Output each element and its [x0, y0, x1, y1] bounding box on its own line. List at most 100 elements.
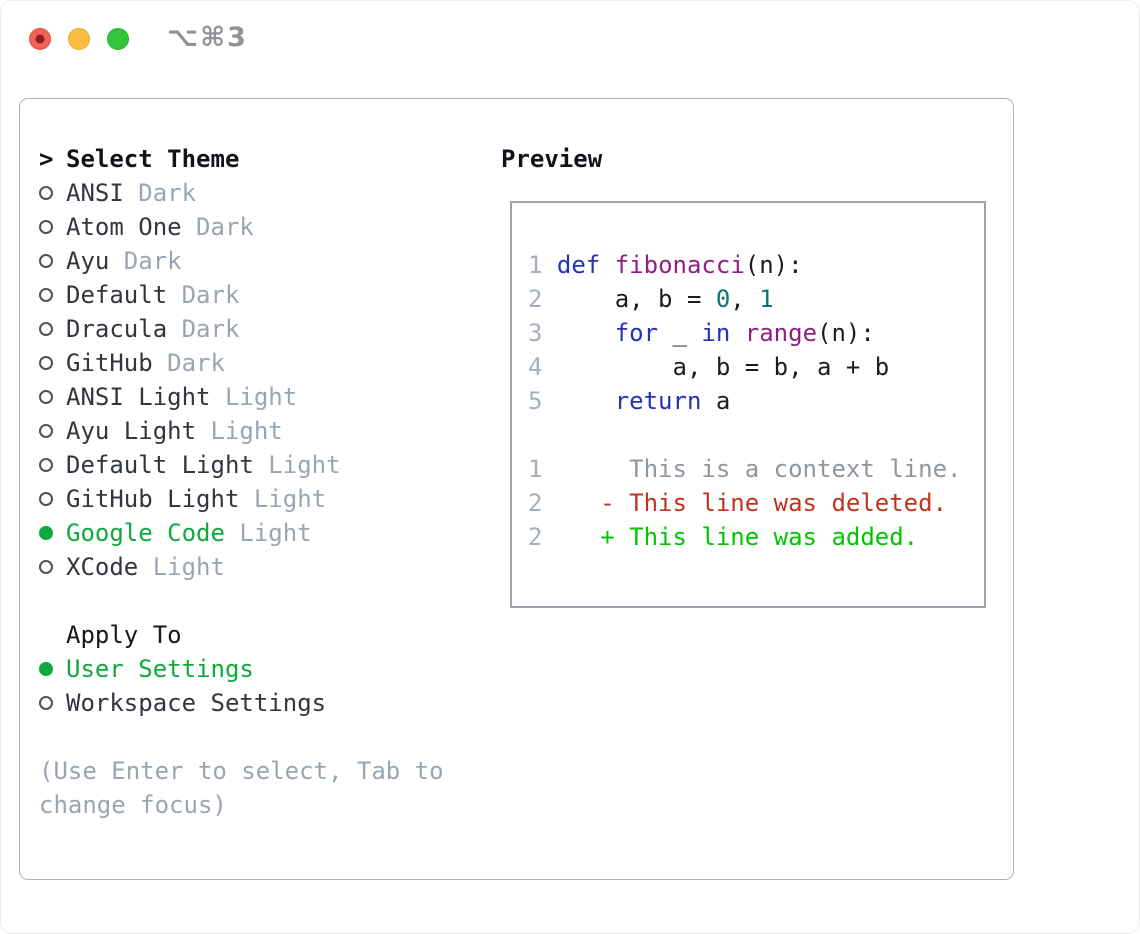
selection-cursor: > — [39, 145, 54, 173]
theme-variant: Dark — [152, 349, 225, 377]
theme-option-ansi-light[interactable]: ANSI Light Light — [39, 380, 479, 414]
code-token: return — [614, 387, 702, 415]
code-token — [542, 319, 614, 347]
radio-icon — [39, 492, 53, 506]
window-title: ⌥⌘3 — [167, 22, 248, 53]
apply-to-header: Apply To — [39, 618, 479, 652]
theme-variant: Dark — [123, 179, 197, 207]
theme-name: Ayu Light — [66, 417, 197, 445]
code-token: def — [556, 251, 601, 279]
line-number: 2 — [528, 285, 543, 313]
theme-variant: Dark — [167, 281, 240, 309]
code-line: 1 def fibonacci(n): — [528, 248, 984, 282]
code-line: 2 - This line was deleted. — [528, 486, 984, 520]
theme-option-default-light[interactable]: Default Light Light — [39, 448, 479, 482]
line-number: 5 — [528, 387, 543, 415]
code-token: This is a context line. — [542, 455, 962, 483]
theme-option-github[interactable]: GitHub Dark — [39, 346, 479, 380]
code-token: a, b = — [542, 285, 716, 313]
radio-selected-icon — [39, 526, 53, 540]
line-number: 1 — [528, 455, 543, 483]
code-token: a — [701, 387, 731, 415]
theme-option-atom-one[interactable]: Atom One Dark — [39, 210, 479, 244]
theme-name: Default Light — [66, 451, 254, 479]
theme-variant: Light — [210, 383, 298, 411]
apply-option-label: Workspace Settings — [66, 689, 327, 717]
code-token: for — [614, 319, 659, 347]
theme-variant: Dark — [167, 315, 240, 343]
theme-option-dracula[interactable]: Dracula Dark — [39, 312, 479, 346]
line-number: 2 — [528, 523, 543, 551]
code-token: a, b = b, a + b — [542, 353, 890, 381]
apply-option-workspace-settings[interactable]: Workspace Settings — [39, 686, 479, 720]
radio-icon — [39, 696, 53, 710]
apply-option-label: User Settings — [66, 655, 254, 683]
theme-name: Default — [66, 281, 168, 309]
code-token: in — [701, 319, 731, 347]
spacer-row — [39, 584, 479, 618]
close-button[interactable] — [29, 28, 51, 50]
theme-option-ayu-light[interactable]: Ayu Light Light — [39, 414, 479, 448]
radio-icon — [39, 424, 53, 438]
code-token: fibonacci — [614, 251, 745, 279]
theme-variant: Dark — [109, 247, 182, 275]
code-token: , — [730, 285, 760, 313]
line-number: 4 — [528, 353, 543, 381]
theme-variant: Dark — [181, 213, 254, 241]
radio-selected-icon — [39, 662, 53, 676]
code-token: (n): — [744, 251, 803, 279]
theme-variant: Light — [239, 485, 327, 513]
theme-variant: Light — [224, 519, 312, 547]
code-line: 2 + This line was added. — [528, 520, 984, 554]
code-line: 3 for _ in range(n): — [528, 316, 984, 350]
radio-icon — [39, 390, 53, 404]
code-token — [542, 387, 614, 415]
radio-icon — [39, 458, 53, 472]
theme-option-default[interactable]: Default Dark — [39, 278, 479, 312]
theme-name: XCode — [66, 553, 139, 581]
theme-option-ayu[interactable]: Ayu Dark — [39, 244, 479, 278]
code-token — [542, 251, 556, 279]
minimize-button[interactable] — [68, 28, 90, 50]
theme-name: ANSI — [66, 179, 124, 207]
code-token: _ — [658, 319, 702, 347]
theme-variant: Light — [253, 451, 341, 479]
radio-icon — [39, 186, 53, 200]
theme-name: ANSI Light — [66, 383, 211, 411]
code-token: + This line was added. — [542, 523, 919, 551]
radio-icon — [39, 560, 53, 574]
code-token: - This line was deleted. — [542, 489, 948, 517]
theme-option-google-code[interactable]: Google Code Light — [39, 516, 479, 550]
code-line: 5 return a — [528, 384, 984, 418]
select-theme-title: Select Theme — [66, 145, 240, 173]
code-token — [730, 319, 744, 347]
theme-name: Ayu — [66, 247, 110, 275]
preview-title: Preview — [501, 145, 603, 173]
radio-icon — [39, 288, 53, 302]
title-bar: ⌥⌘3 — [1, 1, 1139, 77]
code-line: 2 a, b = 0, 1 — [528, 282, 984, 316]
theme-option-xcode[interactable]: XCode Light — [39, 550, 479, 584]
theme-name: Atom One — [66, 213, 182, 241]
theme-name: GitHub Light — [66, 485, 240, 513]
theme-option-github-light[interactable]: GitHub Light Light — [39, 482, 479, 516]
line-number: 3 — [528, 319, 543, 347]
apply-to-title: Apply To — [66, 621, 182, 649]
code-token: range — [744, 319, 818, 347]
theme-option-ansi[interactable]: ANSI Dark — [39, 176, 479, 210]
zoom-button[interactable] — [107, 28, 129, 50]
theme-name: Dracula — [66, 315, 168, 343]
radio-icon — [39, 254, 53, 268]
hint-text-line-1: (Use Enter to select, Tab to — [39, 757, 444, 785]
code-token: (n): — [817, 319, 875, 347]
code-line: 4 a, b = b, a + b — [528, 350, 984, 384]
code-line: 1 This is a context line. — [528, 452, 984, 486]
line-number: 2 — [528, 489, 543, 517]
spacer-row — [39, 720, 479, 754]
apply-option-user-settings[interactable]: User Settings — [39, 652, 479, 686]
